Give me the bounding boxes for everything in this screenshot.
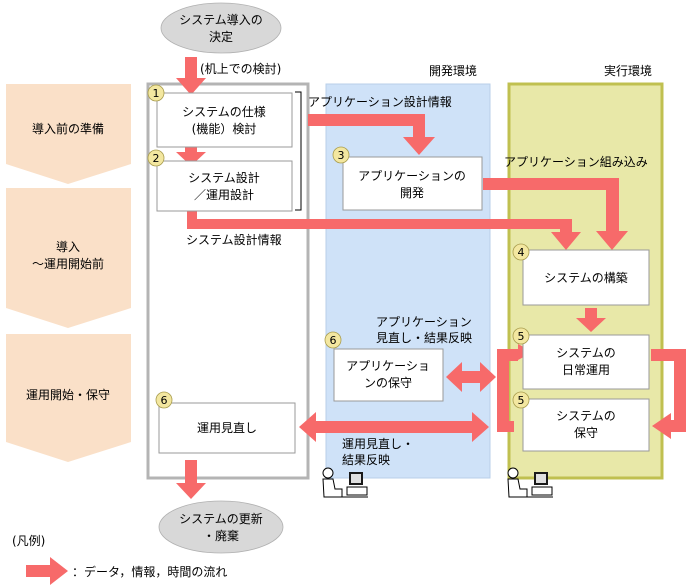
node-label-line2: 日常運用	[562, 363, 610, 377]
node-app-maintenance: アプリケーショ ンの保守 6	[324, 331, 444, 402]
arrow-appmaint-to-daily	[446, 362, 496, 392]
node-label-line1: システムの	[556, 346, 616, 360]
arrow-review-to-maint	[299, 412, 489, 442]
step-number: 5	[518, 394, 525, 407]
node-system-design: システム設計 ／運用設計 2	[147, 149, 293, 212]
phase-label-line1: 導入	[56, 240, 80, 254]
desk-study-label: (机上での検討)	[200, 61, 281, 76]
operator-at-computer-icon	[322, 467, 368, 498]
node-label-line2: ンの保守	[364, 376, 412, 390]
step-number: 1	[153, 87, 160, 100]
node-system-build: システムの構築 4	[512, 243, 650, 306]
node-spec-study: システムの仕様 (機能）検討 1	[147, 84, 293, 148]
operator-at-computer-icon	[507, 467, 553, 498]
arrow-review-to-end	[176, 460, 206, 499]
step-number: 6	[330, 334, 337, 347]
node-label-line1: アプリケーションの	[358, 169, 466, 183]
end-oval: システムの更新 ・廃棄	[158, 500, 284, 554]
node-label-line2: (機能）検討	[192, 121, 257, 136]
node-label-line1: システムの仕様	[182, 105, 266, 119]
node-app-development: アプリケーションの 開発 3	[332, 146, 483, 211]
arrow-appdev-to-build	[483, 178, 628, 250]
arrow-loop-left	[497, 344, 533, 432]
step-number: 5	[518, 330, 525, 343]
desk-bracket	[295, 91, 302, 211]
phase-label: 運用開始・保守	[26, 388, 110, 402]
dev-environment-label: 開発環境	[429, 63, 477, 78]
arrow-loop-right	[651, 349, 686, 439]
end-oval-line1: システムの更新	[179, 511, 263, 526]
arrow-start-to-spec	[176, 57, 206, 95]
step-number: 3	[338, 149, 345, 162]
node-label-line1: システム設計	[188, 170, 260, 185]
phase-operation-maintenance: 運用開始・保守	[6, 334, 131, 462]
dev-environment-area	[325, 83, 491, 479]
app-embed-label: アプリケーション組み込み	[504, 155, 648, 169]
flow-arrows	[176, 57, 686, 499]
phase-introduction: 導入 ～運用開始前	[6, 188, 131, 328]
phase-label: 導入前の準備	[32, 121, 104, 136]
app-review-label-line2: 見直し・結果反映	[376, 331, 472, 345]
start-oval: システム導入の 決定	[160, 2, 282, 54]
node-daily-operation: システムの 日常運用 5	[512, 327, 650, 390]
ops-review-label-line2: 結果反映	[342, 453, 390, 467]
end-oval-line2: ・廃棄	[203, 528, 239, 543]
node-label-line2: ／運用設計	[194, 187, 254, 202]
app-review-label-line1: アプリケーション	[376, 315, 472, 329]
legend-arrow	[26, 557, 68, 585]
start-oval-line2: 決定	[209, 29, 233, 44]
legend-title: (凡例)	[12, 534, 45, 548]
node-label: システムの構築	[544, 270, 628, 285]
arrow-design-to-build	[187, 208, 581, 250]
node-label: 運用見直し	[197, 421, 257, 435]
step-number: 6	[161, 394, 168, 407]
node-label-line2: 開発	[400, 186, 424, 200]
ops-review-label-line1: 運用見直し・	[342, 437, 414, 451]
node-label-line2: 保守	[574, 426, 598, 440]
legend: (凡例) ：データ，情報，時間の流れ	[12, 534, 227, 585]
arrow-spec-to-design	[176, 146, 206, 166]
step-number: 2	[153, 152, 160, 165]
step-number: 4	[518, 246, 525, 259]
legend-text: ：データ，情報，時間の流れ	[72, 564, 227, 579]
node-ops-review: 運用見直し 6	[155, 391, 296, 454]
start-oval-line1: システム導入の	[179, 13, 263, 27]
run-environment-label: 実行環境	[604, 63, 652, 78]
node-label-line1: アプリケーショ	[346, 359, 430, 373]
arrow-build-to-daily	[576, 308, 606, 332]
arrow-spec-to-appdev	[308, 114, 435, 155]
node-label-line1: システムの	[556, 409, 616, 423]
phase-label-line2: ～運用開始前	[32, 256, 104, 271]
app-design-info-label: アプリケーション設計情報	[308, 94, 452, 109]
system-design-info-label: システム設計情報	[186, 232, 282, 247]
phase-before-introduction: 導入前の準備	[6, 84, 131, 184]
desk-study-area	[146, 82, 310, 480]
node-system-maintenance: システムの 保守 5	[512, 391, 650, 452]
